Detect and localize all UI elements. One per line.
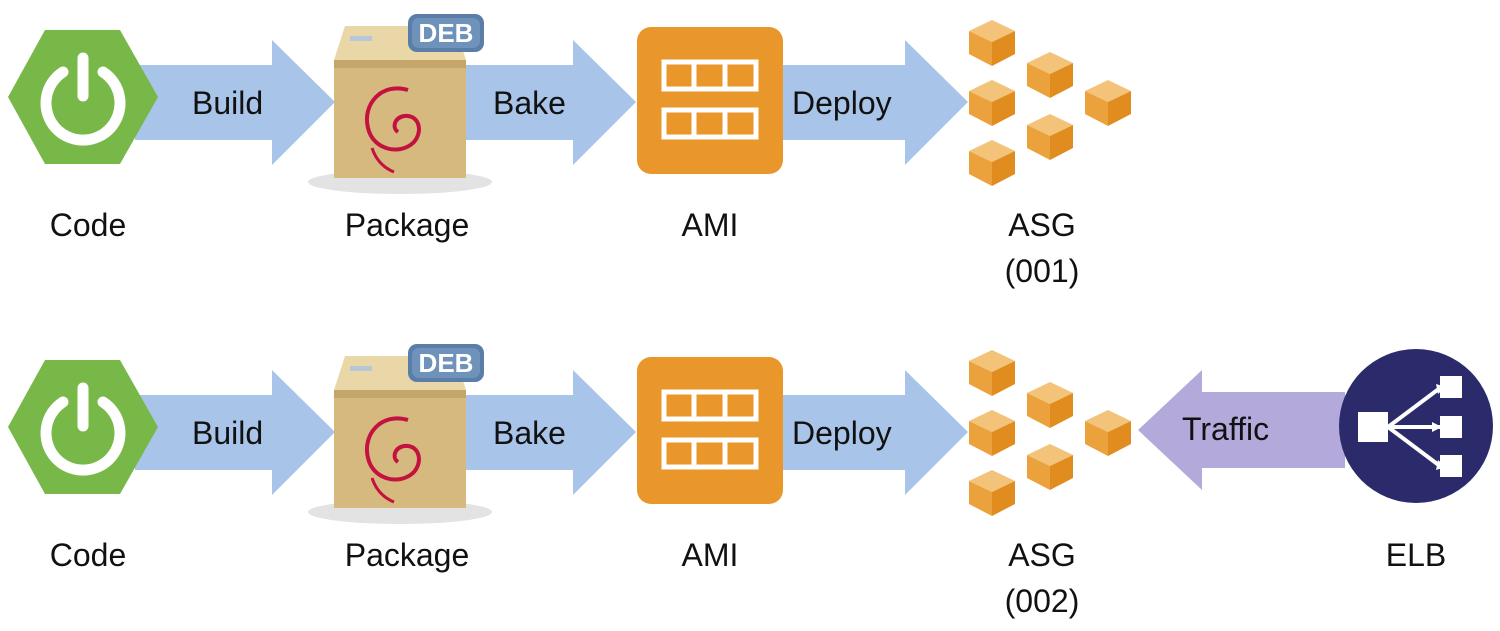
spring-power-icon	[8, 360, 158, 494]
bake-label: Bake	[493, 415, 566, 451]
bake-arrow	[462, 370, 636, 495]
package-label: Package	[344, 207, 470, 243]
build-label: Build	[192, 415, 264, 451]
deb-badge	[408, 14, 484, 52]
bake-arrow	[462, 40, 636, 165]
ami-label: AMI	[681, 537, 739, 573]
code-label: Code	[49, 207, 127, 243]
asg-id-label: (001)	[1004, 253, 1080, 289]
asg-instances-icon	[969, 20, 1131, 186]
spring-power-icon	[8, 30, 158, 164]
asg-instances-icon	[969, 350, 1131, 516]
asg-id-label: (002)	[1004, 583, 1080, 619]
deploy-label: Deploy	[792, 415, 892, 451]
debian-package-icon	[308, 356, 492, 524]
deb-badge-text: DEB	[418, 18, 474, 48]
asg-label: ASG	[1008, 207, 1076, 243]
elb-label: ELB	[1385, 537, 1447, 573]
deb-badge	[408, 344, 484, 382]
build-label: Build	[192, 85, 264, 121]
ami-icon	[637, 357, 783, 504]
ami-icon	[637, 27, 783, 174]
deploy-arrow	[782, 370, 968, 495]
code-label: Code	[49, 537, 127, 573]
deb-badge-text: DEB	[418, 348, 474, 378]
pipeline-graphics-2	[8, 344, 1493, 524]
deploy-label: Deploy	[792, 85, 892, 121]
traffic-label: Traffic	[1182, 411, 1270, 447]
asg-label: ASG	[1008, 537, 1076, 573]
ami-label: AMI	[681, 207, 739, 243]
build-arrow	[135, 370, 335, 495]
pipeline-row-1: Build Bake Deploy DEB Code Package AMI A…	[0, 0, 1500, 300]
traffic-arrow	[1138, 370, 1345, 490]
package-label: Package	[344, 537, 470, 573]
pipeline-row-2: Build Bake Deploy Traffic DEB Code Packa…	[0, 330, 1500, 630]
bake-label: Bake	[493, 85, 566, 121]
pipeline-graphics-1	[8, 14, 1131, 194]
build-arrow	[135, 40, 335, 165]
elb-icon	[1339, 349, 1493, 503]
deploy-arrow	[782, 40, 968, 165]
